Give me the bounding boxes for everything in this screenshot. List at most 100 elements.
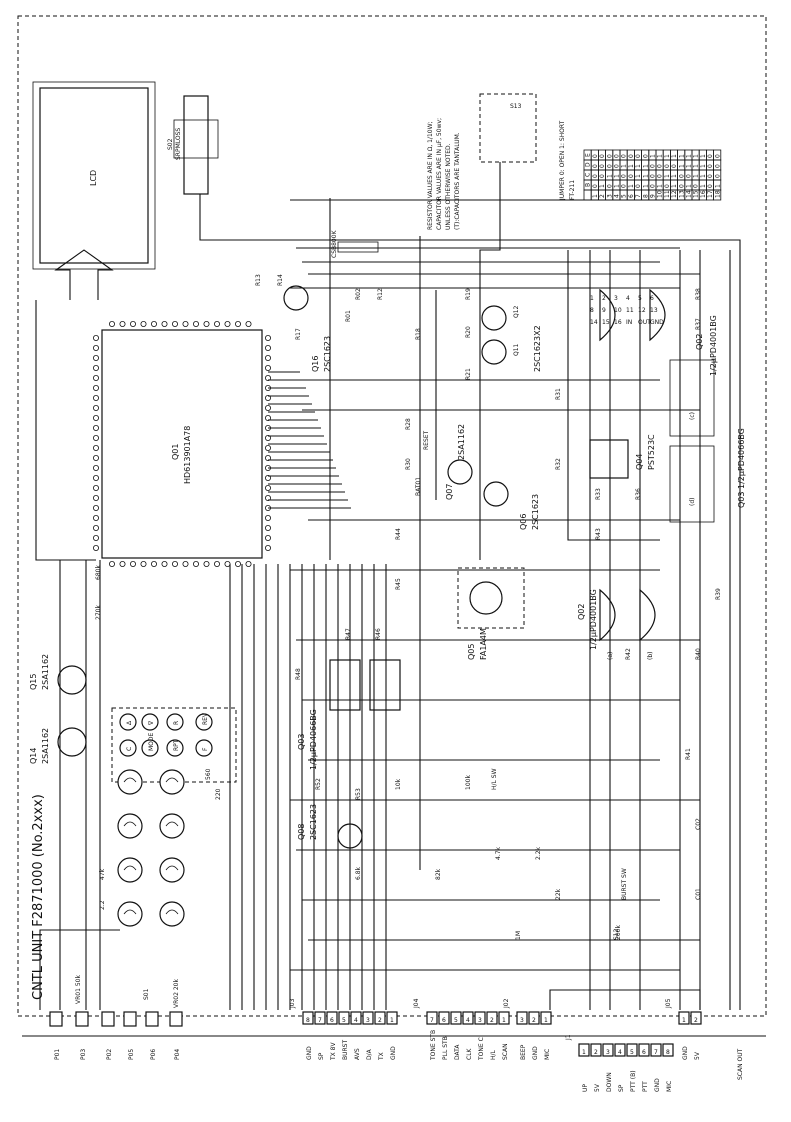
- jumper-value: 0: [686, 174, 693, 178]
- component-label: 270k: [95, 605, 102, 620]
- component-label: 10k: [395, 778, 402, 790]
- mcu-pin: [203, 320, 210, 327]
- component-label: R17: [295, 328, 302, 340]
- q02-gate-d: [649, 288, 666, 342]
- connector-pin: [474, 1011, 486, 1025]
- lamp-filament: [123, 777, 137, 783]
- pot-terminal: [169, 1011, 183, 1027]
- mcu-pin: [93, 515, 100, 522]
- key-switch: [195, 739, 213, 757]
- pot-terminal: [49, 1011, 63, 1027]
- q03d-block: [669, 445, 715, 523]
- connector-pin: [326, 1011, 338, 1025]
- q16-transistor: [283, 285, 309, 311]
- lamp-array: [117, 769, 185, 927]
- mcu-pin: [93, 414, 100, 421]
- component-label: R52: [315, 778, 322, 790]
- connector-pin: [386, 1011, 398, 1025]
- lcd-label: LCD: [89, 170, 98, 186]
- q11-label: Q11: [513, 343, 520, 356]
- jumper-value: 17: [707, 190, 714, 198]
- jumper-cell: [583, 189, 592, 201]
- component-label: 6.8k: [355, 866, 362, 880]
- note-line: RESISTOR VALUES ARE IN Ω, 1/10W;: [427, 121, 434, 230]
- jumper-value: 4: [614, 194, 621, 198]
- connector-pin: [338, 1011, 350, 1025]
- connector-pin-number: 2: [378, 1017, 382, 1024]
- jumper-value: 1: [678, 154, 685, 158]
- lamp: [159, 857, 185, 883]
- jumper-value: 9: [650, 194, 657, 198]
- connector-signal: D/A: [366, 1048, 373, 1060]
- pin-label: 1: [590, 295, 594, 302]
- connector-pin: [678, 1011, 690, 1025]
- jumper-value: 1: [657, 154, 664, 158]
- mcu-pin: [109, 561, 116, 568]
- jumper-value: 1: [693, 174, 700, 178]
- connector-signal: GND: [306, 1046, 313, 1060]
- jumper-value: 1: [635, 174, 642, 178]
- pin-label: 3: [614, 295, 618, 302]
- trace: [35, 300, 96, 561]
- jumper-model: FT-211: [569, 180, 576, 200]
- pot-terminal: [101, 1011, 115, 1027]
- jumper-value: 14: [686, 190, 693, 198]
- mcu-pin: [213, 320, 220, 327]
- lcd-display: [39, 87, 149, 264]
- lamp-filament: [165, 865, 179, 871]
- vr-label: VR01 50k: [75, 975, 82, 1004]
- q11-transistor: [481, 339, 507, 365]
- jumper-value: 0: [621, 174, 628, 178]
- component-label: 2.2k: [535, 846, 542, 860]
- connector-pin-number: 3: [520, 1017, 524, 1024]
- jumper-value: 0: [606, 164, 613, 168]
- jumper-value: 0: [664, 164, 671, 168]
- component-label: R30: [405, 458, 412, 470]
- jumper-header: C: [585, 173, 592, 177]
- jumper-value: 0: [606, 154, 613, 158]
- mcu-pin: [93, 334, 100, 341]
- connector-signal: BURST: [342, 1040, 349, 1060]
- mcu-pin: [182, 561, 189, 568]
- misc-label: (d): [689, 498, 696, 507]
- connector-pin: [578, 1043, 590, 1057]
- component-label: R12: [377, 288, 384, 300]
- jumper-value: 0: [635, 154, 642, 158]
- q15-part: 2SA1162: [41, 654, 50, 690]
- component-label: 560: [205, 768, 212, 780]
- connector-pin: [314, 1011, 326, 1025]
- connector-pin-number: 1: [582, 1049, 586, 1056]
- jumper-cell: [713, 149, 722, 161]
- key-switch: [141, 739, 159, 757]
- component-label: R41: [685, 748, 692, 760]
- q03-upper-label: Q03 1/2μPD4066BG: [737, 428, 746, 508]
- jumper-value: 0: [707, 154, 714, 158]
- mcu-pin: [93, 374, 100, 381]
- misc-label: BAT01: [415, 477, 422, 496]
- misc-label: (a): [607, 652, 614, 660]
- key-switch: [119, 739, 137, 757]
- connector-pin-number: 3: [606, 1049, 610, 1056]
- mcu-pin: [264, 484, 271, 491]
- q16-part: 2SC1623: [323, 336, 332, 372]
- q1112-part: 2SC1623X2: [533, 325, 542, 372]
- pin-label: 4: [626, 295, 630, 302]
- key-switch: [166, 739, 184, 757]
- mcu-pin: [234, 561, 241, 568]
- connector-pin-number: 5: [342, 1017, 346, 1024]
- connector-pin-number: 5: [454, 1017, 458, 1024]
- connector-pin: [302, 1011, 314, 1025]
- lcd-frame: [32, 81, 156, 270]
- component-label: 47k: [99, 868, 106, 880]
- q03c-block: [669, 359, 715, 437]
- jumper-value: 0: [650, 174, 657, 178]
- connector-pin: [540, 1011, 552, 1025]
- jumper-value: 1: [599, 184, 606, 188]
- key-label: C: [126, 747, 133, 751]
- note-line: UNLESS OTHERWISE NOTED.: [445, 143, 452, 230]
- component-label: R36: [635, 488, 642, 500]
- q04-ic: [589, 439, 629, 479]
- jumper-value: 0: [707, 174, 714, 178]
- q06-label: Q06: [519, 514, 528, 530]
